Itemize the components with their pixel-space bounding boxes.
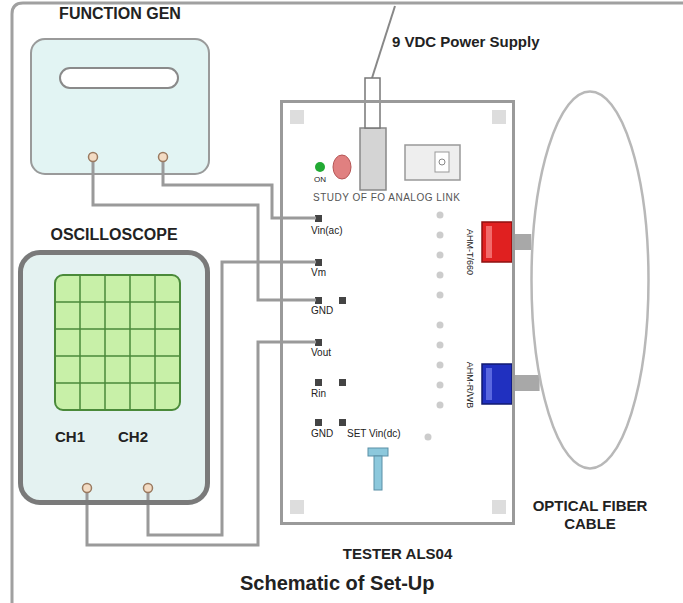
- oscilloscope-body: [55, 301, 180, 303]
- connector-label: AHM-R/WB: [465, 362, 476, 409]
- oscilloscope-body: [104, 275, 106, 410]
- oscilloscope-body: [55, 328, 180, 330]
- tester-board: [482, 222, 512, 262]
- test-lead-wire: [163, 175, 280, 218]
- tester-board: [281, 101, 514, 524]
- tester-board: [339, 297, 346, 304]
- function-generator-body: [30, 38, 210, 175]
- pin-label: GND: [311, 305, 333, 317]
- tester-board: [437, 402, 444, 409]
- tester-board: [437, 232, 444, 239]
- tester-board: [339, 419, 346, 426]
- tester-board: [437, 362, 444, 369]
- fiber-plug: [515, 234, 531, 250]
- tester-board: [280, 341, 316, 344]
- device-heading: FUNCTION GEN: [30, 4, 210, 23]
- tester-board: [280, 101, 514, 524]
- tester-board: [492, 500, 506, 514]
- tester-board: [315, 215, 322, 222]
- tester-board: [492, 110, 506, 124]
- oscilloscope-body: [79, 275, 81, 410]
- fiber-cable: OPTICAL FIBER CABLE: [530, 90, 650, 470]
- tester-board: [315, 162, 325, 172]
- tester-board: [425, 212, 444, 441]
- tester-board: [315, 339, 322, 346]
- connector-label: AHM-T/660: [465, 229, 476, 275]
- tester-board: [405, 145, 460, 180]
- tester-board: [290, 500, 304, 514]
- device-heading: OSCILLOSCOPE: [18, 225, 210, 244]
- oscilloscope-body: [55, 355, 180, 357]
- function-generator-body: [30, 38, 210, 175]
- tester-board: [437, 382, 444, 389]
- tester-board: [486, 368, 492, 400]
- fiber-plug: [515, 375, 540, 391]
- oscilloscope-body: [55, 275, 180, 410]
- outer-frame: [12, 3, 683, 603]
- power-plug: [360, 6, 395, 190]
- tester-board: [482, 364, 512, 404]
- function-generator-body: [60, 68, 178, 88]
- tester-board: [425, 434, 432, 441]
- oscilloscope-body: [18, 250, 210, 505]
- tester-board: [368, 448, 388, 456]
- power-plug: [365, 78, 380, 128]
- tester-board: [374, 456, 382, 490]
- oscilloscope-body: [83, 484, 92, 493]
- pin-label: Vout: [311, 347, 331, 359]
- control-label: SET Vin(dc): [347, 428, 401, 440]
- tester-board: [437, 272, 444, 279]
- fiber-loop: [532, 92, 649, 469]
- tester-board: [437, 212, 444, 219]
- test-lead-wire: [87, 342, 280, 545]
- tester-board: [435, 152, 449, 172]
- tester-board: [315, 259, 322, 266]
- power-plug: [372, 6, 395, 78]
- pin-label: Vin(ac): [311, 225, 343, 237]
- tester-board: [437, 342, 444, 349]
- oscilloscope: OSCILLOSCOPECH1CH2: [18, 250, 210, 505]
- oscilloscope-body: [154, 275, 156, 410]
- tester-board: [315, 379, 322, 386]
- function-generator: FUNCTION GEN: [30, 38, 210, 175]
- oscilloscope-body: [144, 484, 153, 493]
- diagram-caption: Schematic of Set-Up: [240, 571, 434, 595]
- tester-board: [280, 261, 316, 264]
- tester-board: [486, 226, 492, 258]
- tester-board: [290, 110, 304, 124]
- oscilloscope-body: [129, 275, 131, 410]
- tester-board: [333, 155, 351, 179]
- pin-label: Rin: [311, 388, 326, 400]
- fiber-loop: [530, 90, 650, 470]
- test-lead-wire: [148, 262, 280, 535]
- tester-board: [280, 218, 316, 342]
- led-label: ON: [314, 175, 326, 185]
- tester-board: [437, 322, 444, 329]
- device-heading: OPTICAL FIBER CABLE: [510, 497, 670, 533]
- pin-label: GND: [311, 428, 333, 440]
- oscilloscope-body: [18, 250, 210, 505]
- tester-board: [315, 297, 322, 304]
- tester-board: [339, 379, 346, 386]
- channel-label: CH1: [55, 428, 85, 446]
- oscilloscope-body: [55, 382, 180, 384]
- device-heading: TESTER ALS04: [280, 545, 515, 563]
- oscilloscope-body: [55, 275, 180, 410]
- tester-board: [437, 292, 444, 299]
- function-generator-body: [159, 153, 168, 162]
- tester-board: [315, 419, 322, 426]
- pin-label: Vm: [311, 267, 326, 279]
- board-title: STUDY OF FO ANALOG LINK: [313, 192, 460, 204]
- power-supply-label: 9 VDC Power Supply: [392, 33, 540, 51]
- tester-board: [439, 159, 445, 165]
- function-generator-body: [89, 153, 98, 162]
- channel-label: CH2: [118, 428, 148, 446]
- tester-board: [280, 299, 316, 302]
- tester-board: [437, 252, 444, 259]
- tester-board: [280, 217, 316, 220]
- power-plug: [360, 128, 386, 190]
